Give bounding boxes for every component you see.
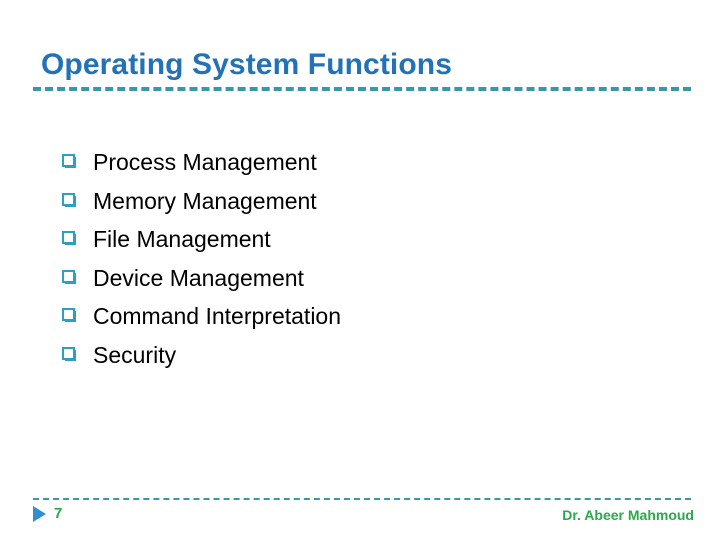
bullet-list: Process Management Memory Management Fil…	[62, 143, 662, 374]
page-title: Operating System Functions	[41, 48, 452, 81]
list-item-label: Memory Management	[93, 187, 317, 214]
hollow-square-bullet-icon	[62, 346, 76, 361]
hollow-square-bullet-icon	[62, 154, 76, 168]
list-item: Device Management	[62, 259, 662, 298]
list-item: Memory Management	[62, 182, 662, 221]
list-item-label: Process Management	[93, 149, 317, 175]
list-item: Security	[62, 336, 662, 375]
list-item: Command Interpretation	[62, 297, 662, 336]
hollow-square-bullet-icon	[62, 269, 76, 284]
title-divider	[33, 87, 691, 91]
footer-divider	[33, 498, 691, 500]
hollow-square-bullet-icon	[62, 308, 76, 322]
play-triangle-icon	[33, 506, 46, 522]
list-item: Process Management	[62, 143, 662, 182]
slide-title-area: Operating System Functions	[0, 47, 720, 93]
list-item-label: Command Interpretation	[93, 303, 342, 329]
hollow-square-bullet-icon	[62, 231, 76, 245]
list-item-label: Device Management	[93, 264, 304, 291]
hollow-square-bullet-icon	[62, 192, 76, 207]
author-credit: Dr. Abeer Mahmoud	[562, 507, 694, 523]
list-item: File Management	[62, 220, 662, 259]
list-item-label: Security	[93, 341, 177, 368]
list-item-label: File Management	[93, 226, 271, 252]
page-number: 7	[54, 505, 63, 522]
